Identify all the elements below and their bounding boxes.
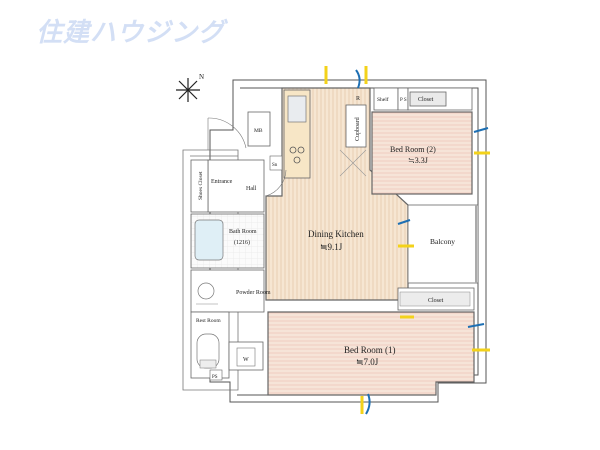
vent-markers [324,66,490,415]
left-exterior [182,149,239,391]
hall-label: Hall [246,186,257,192]
mb-label: MB [254,128,263,134]
vent-marker-top [355,66,368,89]
closet-mid [397,287,475,311]
shoes-closet-label: Shoes Closet [198,171,204,200]
hall-area [190,111,287,213]
bath-room [190,213,265,269]
bedroom-2-size: ≒3.3J [408,156,428,165]
bath-room-size: (1216) [234,239,250,246]
sn-label: Sn [272,163,278,168]
vent-marker-right-1 [473,127,490,155]
rest-room [190,311,264,381]
compass-north-label: N [199,73,204,81]
closet-top-label: Closet [418,97,434,103]
bedroom-1-floor [267,311,475,396]
dining-kitchen-size: ≒9.1J [320,242,343,252]
bedroom-1-name: Bed Room (1) [344,345,396,355]
cupboard: Cupboard [339,104,367,177]
watermark-logo: 住建ハウジング [36,18,226,48]
shelf-label: Shelf [377,96,389,103]
vent-marker-bottom [360,393,371,415]
dining-kitchen-name: Dining Kitchen [308,229,364,239]
r-label: R [356,96,360,102]
vent-marker-right-2 [467,323,490,352]
closet-mid-label: Closet [428,298,444,304]
bedroom-2-floor [371,111,473,195]
bedroom-2-name: Bed Room (2) [390,145,436,154]
bath-room-name: Bath Room [229,229,257,235]
svg-text:Cupboard: Cupboard [355,117,361,141]
ps-top-label: P S [400,98,407,103]
ps-bottom-label: PS [212,375,218,380]
kitchen-counter [283,89,311,179]
entrance-label: Entrance [211,179,233,185]
balcony [407,204,479,284]
balcony-label: Balcony [430,237,455,246]
vent-marker-mid-1 [397,219,414,248]
rest-room-label: Rest Room [196,318,221,324]
bedroom-1-size: ≒7.0J [356,357,379,367]
w-label: W [243,357,249,363]
powder-room-label: Powder Room [236,290,271,296]
compass-icon [176,78,200,102]
top-storage [373,87,473,111]
